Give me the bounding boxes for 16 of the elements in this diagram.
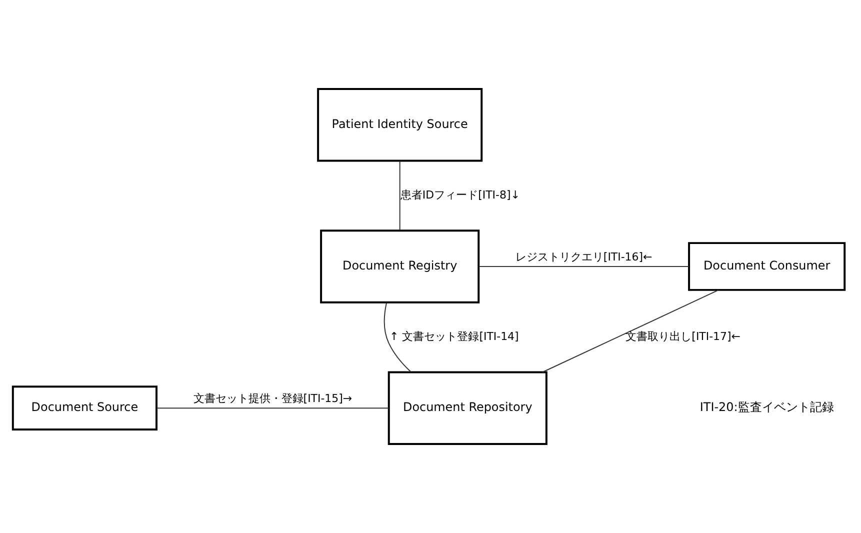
connector [384, 302, 412, 372]
connector [542, 290, 719, 373]
connector [478, 266, 690, 267]
label: ITI-20:監査イベント記録 [700, 400, 834, 414]
node-box: Document Source [12, 386, 158, 431]
node-box: Patient Identity Source [317, 88, 483, 162]
connector [399, 160, 400, 231]
connector [156, 408, 390, 409]
edge-label: 文書セット提供・登録[ITI-15]→ [193, 392, 352, 405]
node-box: Document Consumer [688, 242, 846, 291]
edge-label: 患者IDフィード[ITI-8]↓ [400, 188, 520, 202]
edge-label: 文書取り出し[ITI-17]← [626, 330, 740, 344]
edge-label: ↑ 文書セット登録[ITI-14] [390, 330, 519, 344]
edge-label: レジストリクエリ[ITI-16]← [515, 250, 652, 264]
node-box: Document Repository [388, 371, 548, 445]
node-box: Document Registry [320, 230, 480, 304]
